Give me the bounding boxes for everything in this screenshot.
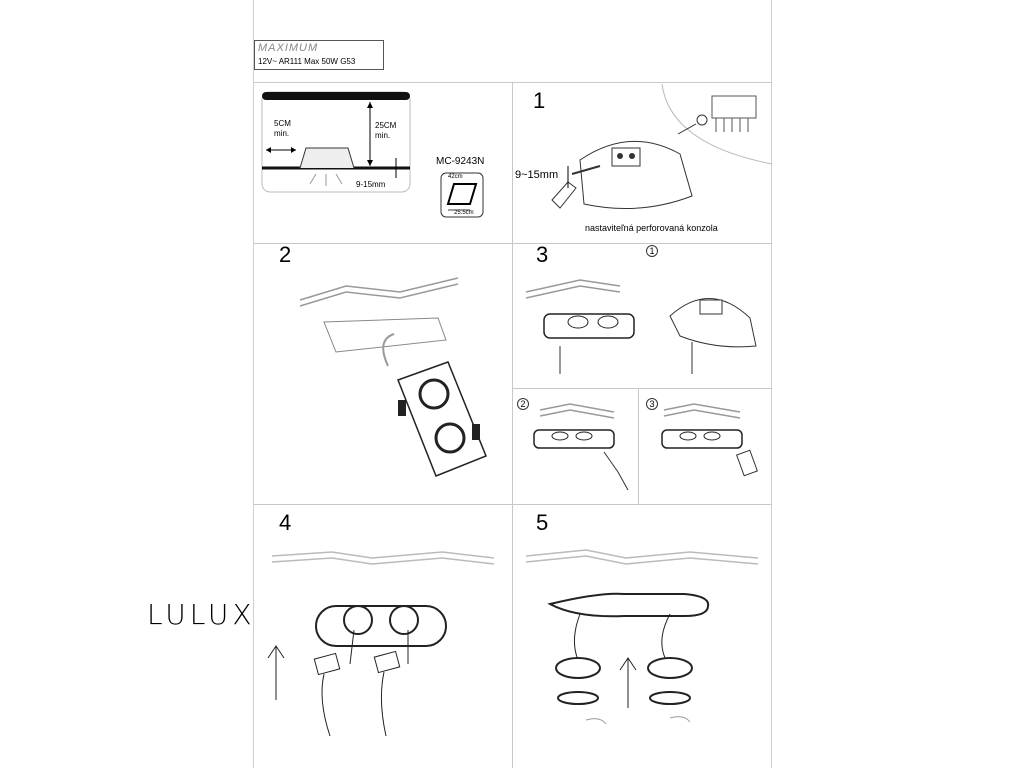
step-3-sub-3: 3 <box>646 398 658 410</box>
cutout-depth: 25.5cm <box>454 210 474 216</box>
instruction-sheet <box>253 0 772 768</box>
side-clearance-min: min. <box>274 129 290 138</box>
top-clearance-min: min. <box>375 131 391 140</box>
side-clearance-label: 5CM <box>274 119 291 128</box>
model-number: MC-9243N <box>436 156 485 167</box>
step-3-sub-3-illustration <box>661 403 758 477</box>
cutout-icon <box>440 172 484 218</box>
step-3-sub-1: 1 <box>646 245 658 257</box>
header-box: MAXIMUM 12V~ AR111 Max 50W G53 <box>254 40 384 70</box>
grid-line <box>512 388 772 389</box>
step-3-sub-2-illustration <box>533 403 629 491</box>
step-1-illustration <box>551 83 773 209</box>
grid-line <box>512 82 513 768</box>
cutout-width: 42cm <box>448 174 463 180</box>
step-4-number: 4 <box>279 510 292 535</box>
ceiling-thickness-label: 9-15mm <box>356 180 386 189</box>
top-clearance-label: 25CM <box>375 121 397 130</box>
brand-name: MAXIMUM <box>258 42 319 54</box>
clearance-diagram <box>261 91 411 193</box>
step-3-illustration <box>525 279 757 374</box>
lulux-logo: LULUX <box>147 598 256 631</box>
step-2-number: 2 <box>279 242 292 267</box>
step-1-number: 1 <box>533 88 546 113</box>
grid-line <box>638 388 639 504</box>
step-3-number: 3 <box>536 242 549 267</box>
step-5-illustration <box>525 549 759 725</box>
spec-text: 12V~ AR111 Max 50W G53 <box>258 57 356 66</box>
step-1-thickness: 9~15mm <box>515 169 559 181</box>
step-3-sub-2: 2 <box>517 398 529 410</box>
step-5-number: 5 <box>536 510 549 535</box>
step-2-illustration <box>299 277 487 477</box>
bracket-label: nastaviteľná perforovaná konzola <box>585 223 718 233</box>
step-4-illustration <box>267 551 495 737</box>
